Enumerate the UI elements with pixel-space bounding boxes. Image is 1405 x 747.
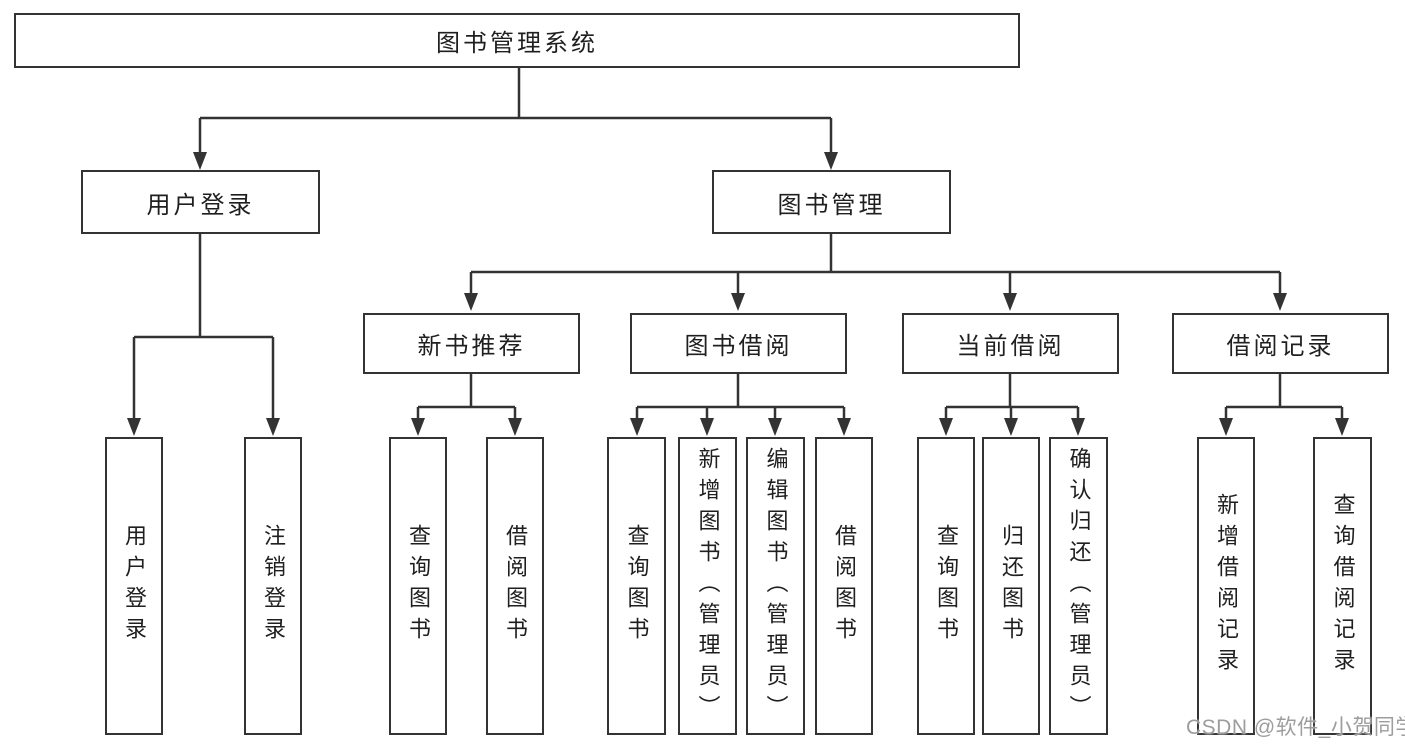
node-borrowing-records: 借阅记录 [1172, 313, 1389, 374]
node-new-book-recommendation: 新书推荐 [363, 313, 580, 374]
arrow-icon [1219, 418, 1233, 436]
leaf-add-book-admin: 新增图书（管理员） [678, 437, 737, 735]
leaf-borrow-books-recommend: 借阅图书 [486, 437, 544, 735]
arrow-icon [700, 418, 714, 436]
arrowheads [127, 152, 1349, 436]
edge-book-management [469, 234, 1282, 294]
edge-new-book [416, 374, 517, 419]
arrow-icon [508, 418, 522, 436]
arrow-icon [193, 152, 207, 170]
node-user-login: 用户登录 [81, 170, 320, 234]
arrow-icon [266, 418, 280, 436]
leaf-borrow-books: 借阅图书 [815, 437, 873, 735]
arrow-icon [1071, 418, 1085, 436]
arrow-icon [1335, 418, 1349, 436]
arrow-icon [768, 418, 782, 436]
arrow-icon [411, 418, 425, 436]
arrow-icon [837, 418, 851, 436]
leaf-query-borrow-record: 查询借阅记录 [1313, 437, 1372, 735]
edge-user-login [132, 234, 275, 419]
leaf-query-books-recommend: 查询图书 [389, 437, 447, 735]
arrow-icon [939, 418, 953, 436]
edge-current-borrow [944, 374, 1080, 419]
node-library-system: 图书管理系统 [14, 13, 1020, 68]
node-book-borrowing: 图书借阅 [630, 313, 847, 374]
edge-root [198, 68, 833, 153]
leaf-query-books-borrow: 查询图书 [607, 437, 666, 735]
edge-borrow-records [1224, 374, 1344, 419]
leaf-add-borrow-record: 新增借阅记录 [1197, 437, 1255, 735]
arrow-icon [1004, 418, 1018, 436]
connector-edges [132, 68, 1344, 419]
leaf-confirm-return-admin: 确认归还（管理员） [1049, 437, 1108, 735]
leaf-edit-book-admin: 编辑图书（管理员） [746, 437, 805, 735]
leaf-query-books-current: 查询图书 [917, 437, 975, 735]
node-book-management: 图书管理 [712, 170, 951, 234]
leaf-return-book: 归还图书 [982, 437, 1040, 735]
node-current-borrowing: 当前借阅 [902, 313, 1119, 374]
arrow-icon [464, 293, 478, 311]
leaf-logout: 注销登录 [244, 437, 302, 735]
edge-book-borrow [635, 374, 846, 419]
arrow-icon [1003, 293, 1017, 311]
leaf-user-login: 用户登录 [105, 437, 163, 735]
arrow-icon [127, 418, 141, 436]
csdn-watermark: CSDN @软件_小贺同学 [1186, 716, 1405, 739]
arrow-icon [1273, 293, 1287, 311]
arrow-icon [824, 152, 838, 170]
arrow-icon [731, 293, 745, 311]
arrow-icon [630, 418, 644, 436]
